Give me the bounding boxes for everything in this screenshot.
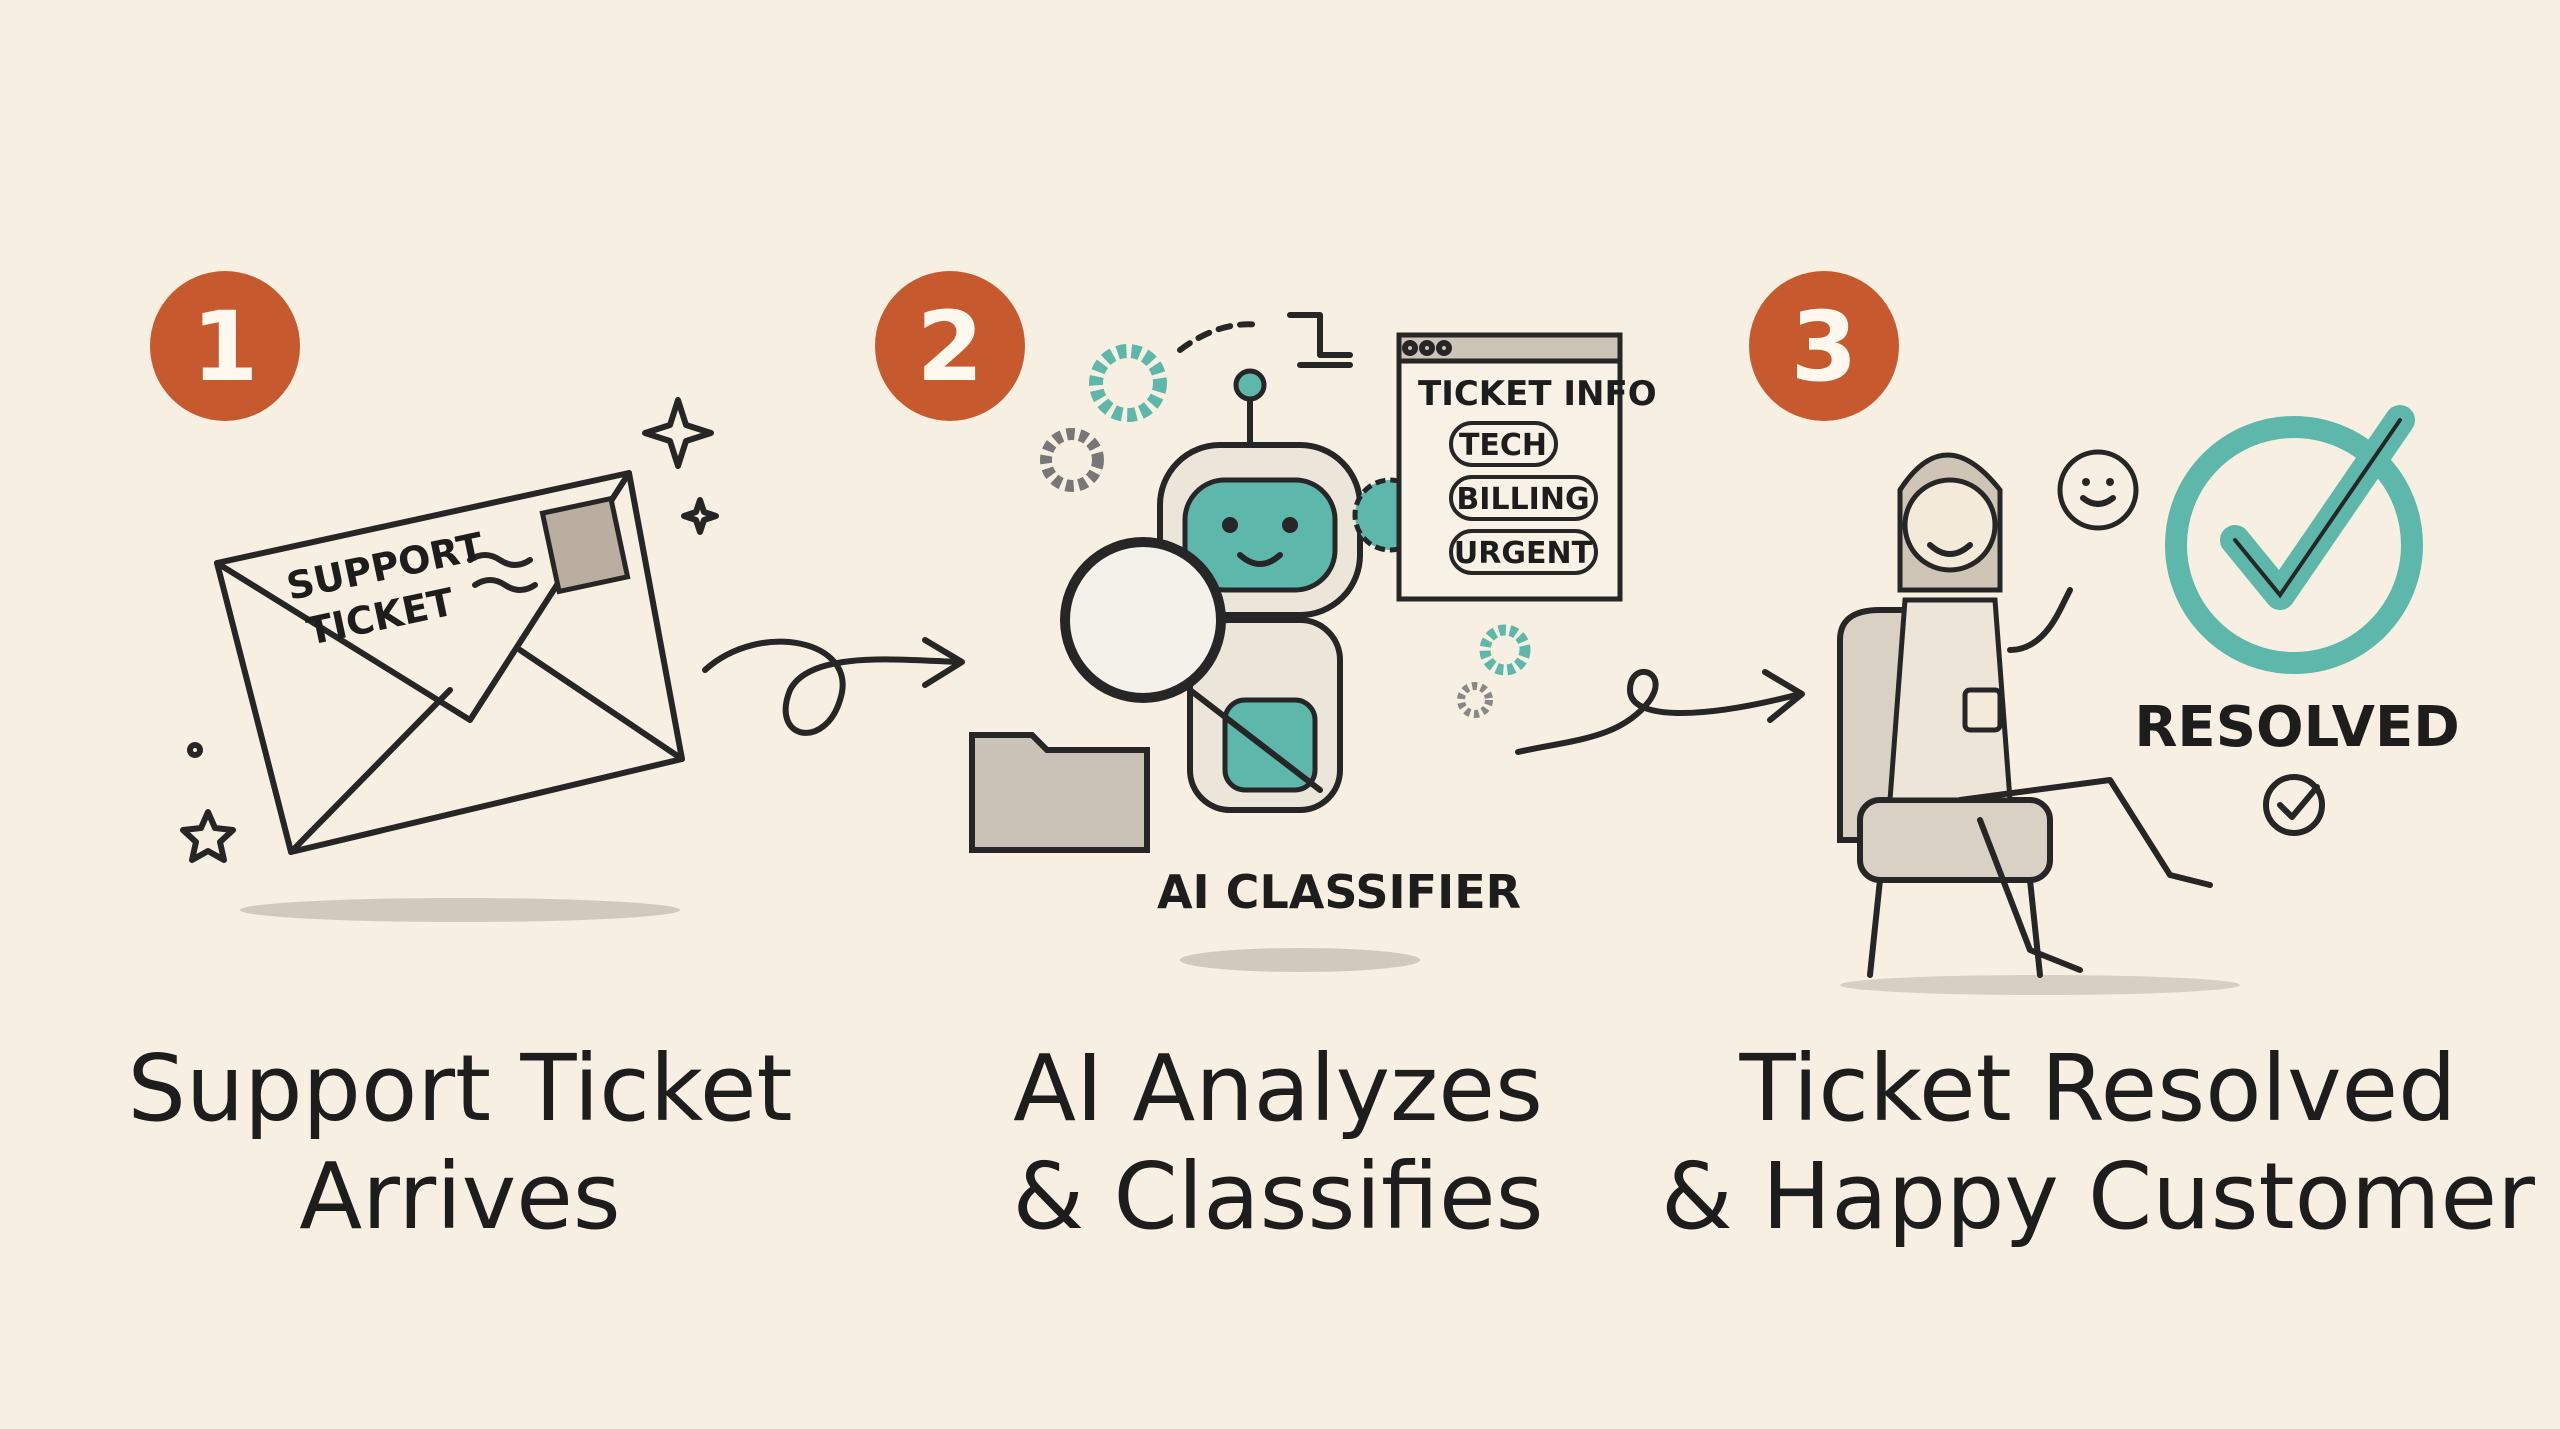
checkmark-icon xyxy=(2263,774,2325,836)
folder-icon xyxy=(969,732,1150,853)
svg-text:1: 1 xyxy=(192,291,259,403)
step-3-title-line1: Ticket Resolved xyxy=(1738,1035,2456,1142)
resolved-label: RESOLVED xyxy=(2134,695,2459,760)
tag-billing: BILLING xyxy=(1449,475,1598,521)
ticket-info-panel: TICKET INFO TECH BILLING URGENT xyxy=(1396,332,1657,602)
step-2-title-line1: AI Analyzes xyxy=(1013,1035,1543,1142)
svg-text:3: 3 xyxy=(1791,291,1858,403)
arrow-icon xyxy=(702,637,965,736)
envelope-icon: SUPPORT TICKET xyxy=(214,470,685,922)
robot-icon xyxy=(1157,368,1420,972)
step-2-badge: 2 xyxy=(875,271,1025,421)
checkmark-icon xyxy=(2165,405,2423,674)
magnifier-icon xyxy=(1060,537,1323,793)
step-1-title-line2: Arrives xyxy=(299,1143,621,1250)
svg-text:BILLING: BILLING xyxy=(1456,482,1589,517)
arrow-icon xyxy=(1515,669,1805,755)
ai-classifier-label: AI CLASSIFIER xyxy=(1157,865,1521,919)
smiley-icon xyxy=(2057,449,2139,531)
step-3-badge: 3 xyxy=(1749,271,1899,421)
stamp-icon xyxy=(539,495,631,595)
svg-text:URGENT: URGENT xyxy=(1454,536,1593,571)
step-2-title-line2: & Classifies xyxy=(1012,1143,1543,1250)
svg-text:2: 2 xyxy=(917,291,984,403)
tag-tech: TECH xyxy=(1449,421,1558,467)
step-1-badge: 1 xyxy=(150,271,300,421)
step-3-title-line2: & Happy Customer xyxy=(1661,1143,2535,1250)
sparkle-icon xyxy=(180,397,719,863)
step-1-title-line1: Support Ticket xyxy=(127,1035,792,1142)
happy-customer-illustration xyxy=(1837,452,2240,995)
svg-text:TICKET INFO: TICKET INFO xyxy=(1418,374,1657,414)
tag-urgent: URGENT xyxy=(1449,529,1598,575)
coffee-mug-icon xyxy=(1962,687,2003,733)
svg-text:TECH: TECH xyxy=(1459,428,1547,463)
